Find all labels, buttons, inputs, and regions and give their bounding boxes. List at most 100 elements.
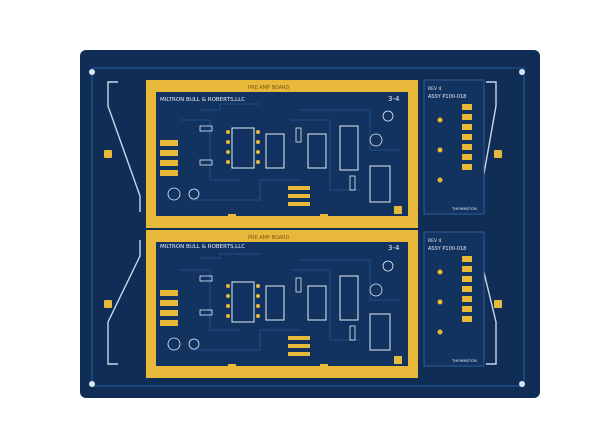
board-b-mount (228, 234, 236, 242)
board-a-side-footer: THERMISTOR (451, 206, 477, 211)
board-b-resistor (349, 325, 356, 341)
board-a-pad (226, 160, 230, 164)
board-a-mount (228, 84, 236, 92)
edge-pads (104, 150, 502, 308)
left-slot-top (107, 81, 141, 212)
fiducial-top-right (519, 69, 525, 75)
board-a-ic-4 (339, 125, 359, 171)
board-a-side-via (437, 117, 443, 123)
board-b-trace (190, 329, 300, 351)
edge-pad-left-top (104, 150, 112, 158)
board-a-side-via (437, 147, 443, 153)
board-b-connector (160, 290, 178, 296)
board-b-ic-1 (231, 281, 255, 323)
board-a-cap (382, 110, 394, 122)
board-b-pad (256, 294, 260, 298)
board-a-side-pad (462, 164, 472, 170)
board-a-pad-row (288, 194, 310, 198)
board-b-ics (231, 275, 391, 351)
board-b-trace (300, 259, 400, 301)
board-a-pads (160, 84, 402, 222)
board-b-pad-row (288, 352, 310, 356)
board-b: MILTRON BULL & ROBERTS,LLC PRE AMP BOARD… (146, 230, 485, 378)
board-a-pad (226, 130, 230, 134)
board-a-side-pad (462, 124, 472, 130)
board-b-mount (320, 364, 328, 372)
board-b-pad (256, 304, 260, 308)
board-a-company: MILTRON BULL & ROBERTS,LLC (160, 97, 245, 103)
board-b-ic-2 (265, 285, 285, 321)
board-b-ic-4 (339, 275, 359, 321)
board-b-pad (256, 284, 260, 288)
board-a-rev-code: 3-4 (388, 95, 400, 103)
board-b-side-pad (462, 276, 472, 282)
board-a-trace (300, 109, 400, 151)
fiducial-bottom-left (89, 381, 95, 387)
board-b-mask-area (156, 242, 408, 366)
board-a-ics (231, 125, 391, 203)
board-b-trace (290, 269, 360, 341)
board-b-cap (167, 337, 181, 351)
board-a-resistor (349, 175, 356, 191)
board-a-side-pads (437, 104, 472, 183)
board-b-side-pad (462, 286, 472, 292)
board-a-ic-1 (231, 127, 255, 169)
board-b-side-rev: REV 4 (428, 238, 441, 244)
board-a-side-pad (462, 154, 472, 160)
board-a-pad (256, 130, 260, 134)
board-a-side-pad (462, 104, 472, 110)
board-b-connector (160, 320, 178, 326)
board-a-trace (180, 119, 240, 181)
board-a-side-module (423, 79, 485, 215)
board-b-pad-row (288, 344, 310, 348)
board-b-silkscreen (167, 260, 394, 351)
board-a-cap (188, 188, 200, 200)
board-b-traces (180, 253, 400, 351)
board-a-trace (200, 103, 260, 111)
board-a-pad-row (288, 186, 310, 190)
board-b-pad (256, 314, 260, 318)
board-b-pad-row (288, 336, 310, 340)
board-b-pads (160, 234, 402, 372)
board-a-cap (167, 187, 181, 201)
board-b-side-pad (462, 266, 472, 272)
board-b-ic-3 (307, 285, 327, 321)
board-a-ic-3 (307, 133, 327, 169)
pcb-panel-inner-edge (91, 67, 525, 387)
board-a-pad (256, 140, 260, 144)
board-b-resistor (199, 309, 213, 316)
board-a-connector (160, 150, 178, 156)
board-a-side-via (437, 177, 443, 183)
board-a-pad (256, 150, 260, 154)
board-a-trace (290, 119, 360, 191)
edge-pad-left-bottom (104, 300, 112, 308)
board-a-side-assy: ASSY P100-018 (428, 94, 466, 100)
board-b-company: MILTRON BULL & ROBERTS,LLC (160, 244, 245, 250)
board-b-side-assy: ASSY P100-018 (428, 246, 466, 252)
board-a-mount (320, 214, 328, 222)
board-a-traces (180, 103, 400, 201)
board-b-side-module (423, 231, 485, 367)
board-a-cap (369, 133, 383, 147)
board-a-side-pad (462, 134, 472, 140)
board-a-pad (226, 150, 230, 154)
board-b-resistor (199, 275, 213, 282)
board-b-connector (160, 300, 178, 306)
board-a-resistor (199, 125, 213, 132)
board-b-cap (369, 283, 383, 297)
fiducial-bottom-right (519, 381, 525, 387)
board-a-ic-5 (369, 165, 391, 203)
board-a-trace (190, 179, 300, 201)
board-a-pad-row (288, 202, 310, 206)
board-b-side-pad (462, 296, 472, 302)
board-b-side-via (437, 299, 443, 305)
board-b-side-footer: THERMISTOR (451, 358, 477, 363)
board-a-side-pad (462, 114, 472, 120)
board-b-trace (200, 253, 260, 259)
board-a-title: PRE AMP BOARD (248, 85, 290, 91)
board-b-connector (160, 310, 178, 316)
board-b-side-pads (437, 256, 472, 335)
board-b-cap (382, 260, 394, 272)
